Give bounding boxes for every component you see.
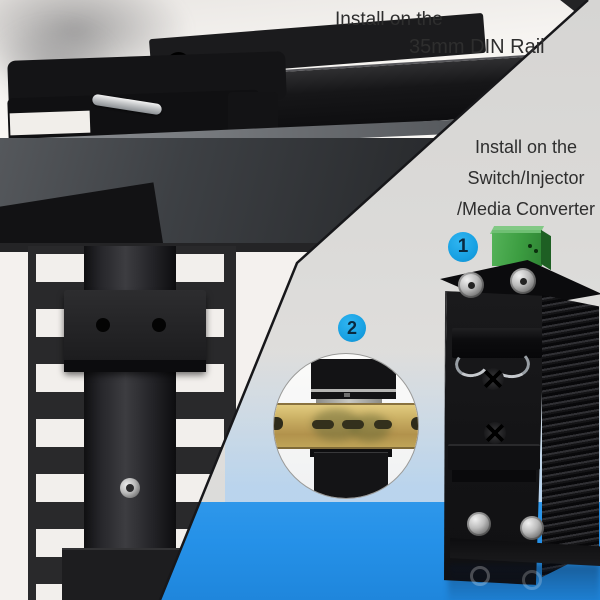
clip-detail-dot: [344, 393, 350, 397]
device-clip-bottom: [314, 452, 388, 498]
terminal-block-side: [541, 229, 551, 271]
clip-notch-gap: [9, 110, 91, 136]
device-bottom-screw: [520, 516, 544, 540]
device-bottom-screw: [467, 512, 491, 536]
media-converter-photo: [430, 222, 600, 600]
rail-slot: [342, 420, 364, 429]
device-caption: Install on the Switch/Injector /Media Co…: [450, 132, 600, 225]
step-1-badge: 1: [448, 232, 478, 262]
clip-highlight-line: [311, 389, 396, 392]
device-screw: [510, 268, 536, 294]
mounted-bracket: [64, 290, 206, 370]
device-caption-line1: Install on the: [474, 137, 578, 157]
rail-notch: [274, 417, 283, 430]
rail-notch: [411, 417, 418, 430]
step-2-label: 2: [346, 317, 357, 338]
clip-screw: [482, 368, 504, 390]
step-2-badge: 2: [338, 314, 366, 342]
din-rail-caption-line2: 35mm DIN Rail: [409, 36, 545, 58]
terminal-block: [492, 230, 542, 266]
din-clip-upper-bar: [452, 328, 542, 358]
clip-screw: [484, 422, 506, 444]
device-caption-line3: /Media Converter: [456, 199, 596, 219]
din-clip-lower-bar: [448, 444, 540, 470]
screw-core: [468, 282, 475, 289]
din-clip-step: [452, 470, 536, 482]
device-heatsink-fins: [542, 295, 599, 578]
reflection-ring: [470, 566, 490, 586]
reflection-ring: [522, 570, 542, 590]
rail-slot: [312, 420, 334, 429]
din-clip-inset-photo: [273, 353, 419, 499]
step-1-label: 1: [457, 236, 469, 257]
rail-corner-piece: [544, 0, 588, 31]
bracket-hole: [96, 318, 110, 332]
rail-screw-core: [126, 484, 134, 492]
screw-core: [520, 278, 527, 285]
terminal-screw-hole: [528, 244, 532, 248]
terminal-screw-hole: [534, 249, 538, 253]
clip-spring: [316, 399, 382, 403]
bracket-hole: [152, 318, 166, 332]
rail-slot: [374, 420, 392, 429]
device-caption-line2: Switch/Injector: [467, 168, 585, 188]
device-clip-top: [311, 359, 396, 399]
bracket-lip: [64, 360, 206, 372]
din-rail-caption-line1: Install on the: [335, 9, 443, 30]
device-screw: [458, 272, 484, 298]
